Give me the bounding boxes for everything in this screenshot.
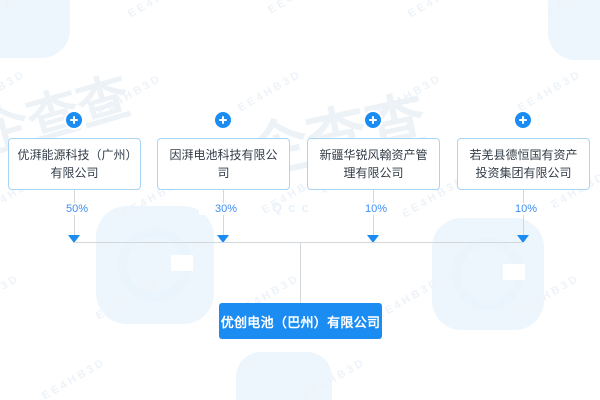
plus-icon[interactable] xyxy=(515,112,531,128)
connector-line xyxy=(74,190,75,242)
shareholder-node[interactable]: 因湃电池科技有限公司 xyxy=(157,138,290,190)
shareholder-node[interactable]: 新疆华锐风翰资产管理有限公司 xyxy=(307,138,440,190)
shareholder-node[interactable]: 若羌县德恒国有资产投资集团有限公司 xyxy=(457,138,590,190)
root-connector-line xyxy=(300,242,301,303)
ownership-percent: 10% xyxy=(499,203,553,215)
shareholder-node[interactable]: 优湃能源科技（广州）有限公司 xyxy=(8,138,141,190)
plus-icon[interactable] xyxy=(365,112,381,128)
shareholder-name: 若羌县德恒国有资产投资集团有限公司 xyxy=(469,148,578,180)
ownership-percent: 10% xyxy=(349,203,403,215)
arrow-down-icon xyxy=(217,235,229,243)
root-company-node[interactable]: 优创电池（巴州）有限公司 xyxy=(219,303,382,339)
shareholder-name: 新疆华锐风翰资产管理有限公司 xyxy=(319,148,428,180)
connector-line xyxy=(373,190,374,242)
connector-line xyxy=(523,190,524,242)
plus-icon[interactable] xyxy=(215,112,231,128)
ownership-percent: 50% xyxy=(50,203,104,215)
shareholder-name: 优湃能源科技（广州）有限公司 xyxy=(17,148,132,180)
ownership-percent: 30% xyxy=(199,203,253,215)
root-company-name: 优创电池（巴州）有限公司 xyxy=(220,314,381,330)
bus-line xyxy=(74,242,524,243)
plus-icon[interactable] xyxy=(66,112,82,128)
shareholder-name: 因湃电池科技有限公司 xyxy=(169,148,278,180)
arrow-down-icon xyxy=(68,235,80,243)
arrow-down-icon xyxy=(367,235,379,243)
connector-line xyxy=(223,190,224,242)
